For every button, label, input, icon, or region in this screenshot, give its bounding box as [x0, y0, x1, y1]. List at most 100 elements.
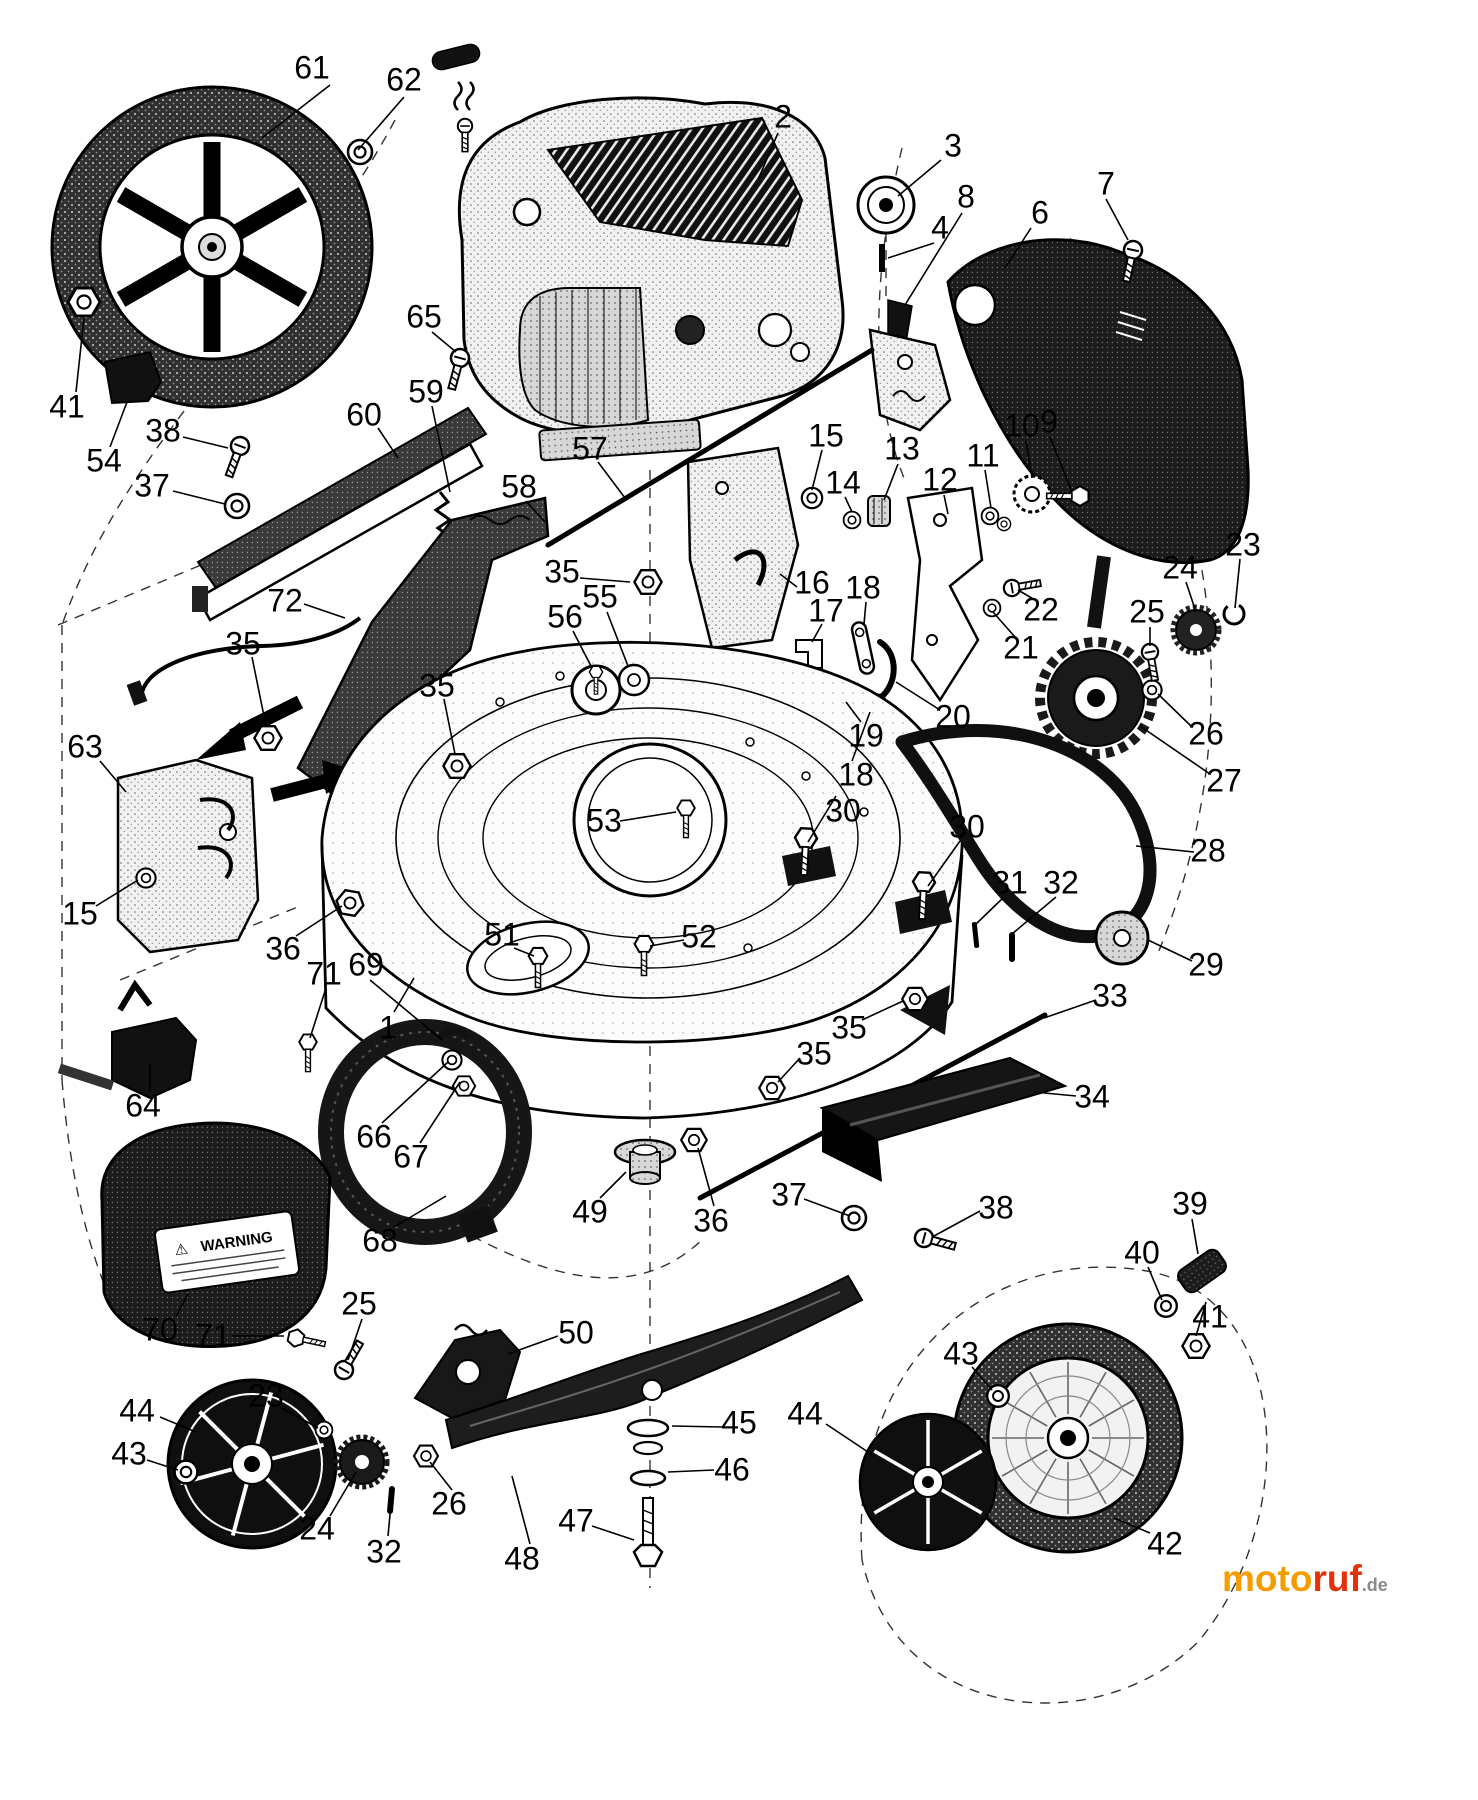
wheel-rear-right [952, 1322, 1184, 1554]
leader-lines [75, 84, 1241, 1545]
part-label-56: 56 [547, 598, 583, 635]
drive-bracket-16 [686, 446, 800, 650]
part-label-71-a: 71 [306, 955, 342, 992]
part-label-4: 4 [931, 209, 949, 246]
part-label-1: 1 [379, 1009, 397, 1046]
part-label-37-a: 37 [134, 467, 170, 504]
washer-45b [632, 1440, 664, 1456]
part-label-9: 9 [1040, 403, 1058, 440]
belt-cover [946, 238, 1250, 565]
part-label-41-b: 41 [1192, 1298, 1228, 1335]
part-label-57: 57 [572, 430, 608, 467]
part-label-35-d: 35 [831, 1009, 867, 1046]
part-label-42: 42 [1147, 1525, 1183, 1562]
part-label-18-b: 18 [838, 756, 874, 793]
watermark-suffix: .de [1361, 1575, 1388, 1595]
handle-loop-68 [318, 1019, 532, 1245]
snap-ring-23a [1222, 602, 1246, 626]
deck-pulley-55 [617, 663, 651, 697]
part-label-58: 58 [501, 468, 537, 505]
engine [457, 96, 845, 462]
part-label-7: 7 [1097, 165, 1115, 202]
watermark-part2: ruf [1312, 1558, 1362, 1599]
roller-29 [1094, 910, 1150, 966]
part-label-23-b: 23 [248, 1377, 284, 1414]
part-label-6: 6 [1031, 194, 1049, 231]
part-label-24-b: 24 [299, 1510, 335, 1547]
part-label-21: 21 [1003, 629, 1039, 666]
engine-cooling-fins [546, 116, 804, 248]
part-label-40: 40 [1124, 1234, 1160, 1271]
part-label-71-b: 71 [195, 1317, 231, 1354]
part-label-14: 14 [825, 464, 861, 501]
part-label-16: 16 [794, 564, 830, 601]
part-label-35-e: 35 [796, 1035, 832, 1072]
part-label-13: 13 [884, 430, 920, 467]
part-label-17: 17 [808, 592, 844, 629]
part-label-15-a: 15 [808, 417, 844, 454]
part-label-67: 67 [393, 1138, 429, 1175]
part-label-35-a: 35 [544, 553, 580, 590]
part-label-53: 53 [586, 802, 622, 839]
wire-72 [126, 616, 362, 706]
part-label-23-a: 23 [1225, 526, 1261, 563]
part-label-52: 52 [681, 918, 717, 955]
bracket-63 [116, 758, 260, 954]
link-18a [850, 621, 876, 675]
bushing-49 [613, 1138, 677, 1185]
part-label-22: 22 [1023, 591, 1059, 628]
warning-label: ⚠ WARNING [153, 1210, 301, 1294]
bracket-12 [906, 486, 984, 703]
pin-32b [387, 1486, 395, 1514]
control-bracket [868, 328, 952, 432]
part-label-29: 29 [1188, 946, 1224, 983]
part-label-3: 3 [944, 127, 962, 164]
pulley-44a [166, 1378, 338, 1550]
part-label-32-b: 32 [366, 1533, 402, 1570]
deck-front-plate [466, 920, 590, 996]
blade-48 [444, 1274, 864, 1450]
pin-31 [971, 921, 980, 948]
key-pin-4 [879, 244, 885, 272]
part-label-45: 45 [721, 1404, 757, 1441]
clip-69 [437, 1027, 471, 1041]
part-label-65: 65 [406, 298, 442, 335]
part-label-38-b: 38 [978, 1189, 1014, 1226]
support-rail-60 [192, 406, 488, 622]
part-label-55: 55 [582, 578, 618, 615]
drive-gear-27 [1035, 555, 1157, 759]
engine-oil-cap [512, 197, 542, 227]
part-label-72: 72 [267, 582, 303, 619]
spacer-13 [867, 495, 891, 527]
blade-bolt-stack [626, 1418, 670, 1568]
part-label-43-a: 43 [111, 1435, 147, 1472]
part-label-34: 34 [1074, 1078, 1110, 1115]
washer-45a [626, 1418, 670, 1438]
part-label-30-b: 30 [949, 808, 985, 845]
part-label-66: 66 [356, 1118, 392, 1155]
part-label-18-a: 18 [845, 569, 881, 606]
part-label-26-a: 26 [1188, 715, 1224, 752]
part-label-44-b: 44 [787, 1395, 823, 1432]
part-label-49: 49 [572, 1193, 608, 1230]
engine-pulley-3 [856, 175, 916, 235]
part-label-25-b: 25 [341, 1285, 377, 1322]
part-label-44-a: 44 [119, 1392, 155, 1429]
part-label-28: 28 [1190, 832, 1226, 869]
part-label-2: 2 [774, 98, 792, 135]
part-label-60: 60 [346, 396, 382, 433]
engine-mount-grip [431, 43, 481, 153]
channel-34 [819, 1056, 1068, 1182]
part-label-31: 31 [992, 864, 1028, 901]
part-label-8: 8 [957, 178, 975, 215]
part-label-33: 33 [1092, 977, 1128, 1014]
part-label-35-b: 35 [225, 625, 261, 662]
deck-center-hole [572, 742, 728, 898]
blade-bolt-47-head [632, 1543, 664, 1568]
part-label-61: 61 [294, 49, 330, 86]
part-label-32-a: 32 [1043, 864, 1079, 901]
part-label-62: 62 [386, 61, 422, 98]
